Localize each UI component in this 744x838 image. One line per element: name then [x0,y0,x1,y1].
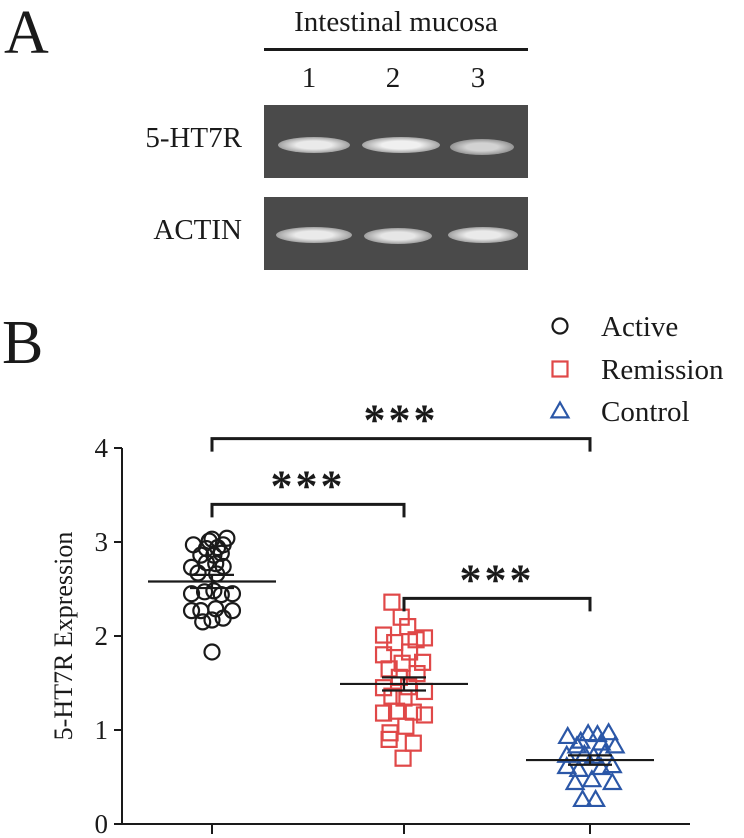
data-point-remission [397,717,415,735]
data-point-control [568,758,590,777]
gel-band [278,137,350,153]
panel-b-letter: B [2,309,44,377]
data-point-control [566,735,588,754]
data-point-control [598,722,619,741]
lane-label-3: 3 [470,62,486,94]
significance-label: *** [271,461,346,510]
data-point-remission [387,702,406,720]
legend-marker-active [551,317,569,335]
gel-band [448,227,518,243]
gel-row-label-5ht7r: 5-HT7R [145,122,242,154]
data-point-active [214,609,232,627]
data-point-control [557,725,579,745]
data-point-active [203,643,221,661]
gel-image-actin [264,197,528,270]
data-point-remission [386,633,404,652]
y-axis-label: 5-HT7R Expression [49,532,78,741]
gel-row-label-actin: ACTIN [153,214,242,246]
y-tick-label: 0 [95,809,109,838]
gel-band [450,139,514,155]
y-tick-label: 4 [95,433,109,463]
data-point-active [182,602,201,620]
data-point-active [182,585,201,603]
legend-label-active: Active [601,311,678,343]
data-point-active [223,585,242,603]
data-point-control [585,788,606,808]
y-tick-label: 1 [95,715,109,745]
data-point-active [203,611,221,629]
data-point-remission [374,704,393,722]
y-tick-label: 3 [95,527,109,557]
data-point-remission [380,730,398,749]
gel-title-rule [264,48,528,51]
data-point-remission [394,749,412,767]
data-point-active [194,613,212,631]
data-point-control [590,756,612,776]
gel-band [364,228,432,244]
gel-band [276,227,352,243]
data-point-remission [415,629,434,647]
data-point-control [577,723,599,742]
legend-marker-control [549,400,571,419]
legend-label-control: Control [601,396,690,428]
significance-label: *** [460,555,535,604]
lane-label-1: 1 [301,62,317,94]
lane-label-2: 2 [385,62,401,94]
data-point-control [601,771,623,791]
gel-image-5ht7r [264,105,528,178]
data-point-active [197,554,216,572]
data-point-remission [414,653,432,671]
data-point-active [212,544,230,562]
data-point-control [604,735,626,754]
significance-bracket [402,596,592,612]
data-point-control [572,788,593,808]
panel-a-letter: A [4,0,49,67]
significance-label: *** [364,396,439,445]
data-point-remission [404,734,422,752]
data-point-control [581,769,603,788]
legend-marker-remission [551,360,569,378]
data-point-remission [383,593,401,611]
significance-bracket [210,502,406,518]
data-point-active [207,555,225,573]
gel-title: Intestinal mucosa [294,6,498,38]
legend-label-remission: Remission [601,354,724,386]
data-point-control [564,771,586,791]
y-tick-label: 2 [95,621,109,651]
data-point-active [195,583,214,601]
significance-bracket [210,437,592,452]
gel-band [362,137,440,153]
data-point-remission [415,706,434,724]
